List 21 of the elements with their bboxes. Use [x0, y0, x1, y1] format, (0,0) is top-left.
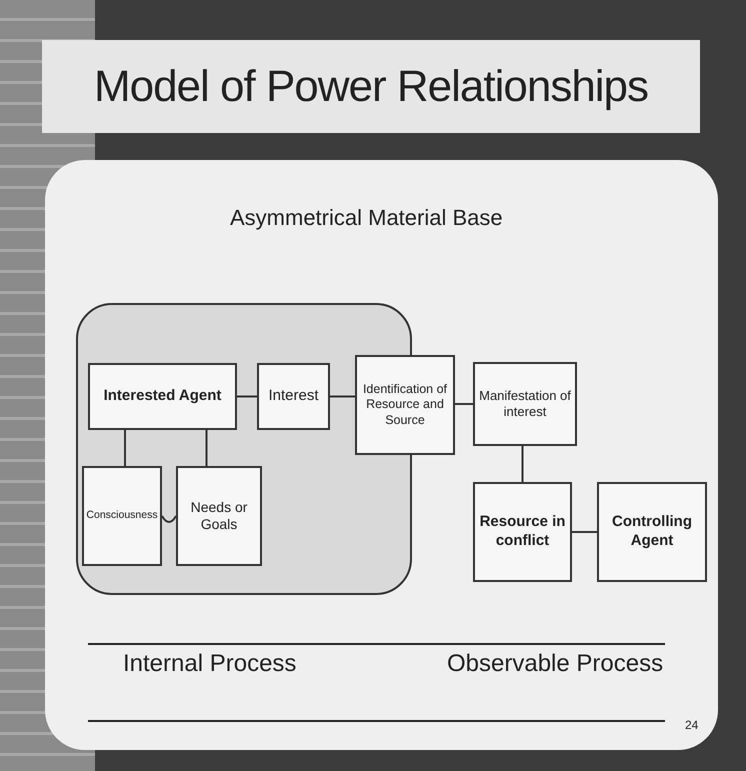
section-label: Asymmetrical Material Base [230, 205, 503, 231]
page-number: 24 [685, 718, 698, 732]
section-label: Internal Process [123, 650, 296, 678]
process-box: Controlling Agent [597, 482, 707, 582]
connector-line [237, 396, 257, 398]
process-box: Consciousness [82, 466, 162, 566]
connector-line [455, 403, 473, 405]
process-box: Resource in conflict [473, 482, 572, 582]
connector-line [330, 396, 355, 398]
connector-line [572, 531, 597, 533]
process-box: Identification of Resource and Source [355, 355, 455, 455]
process-box: Interested Agent [88, 363, 237, 430]
process-box: Manifestation of interest [473, 362, 577, 446]
connector-line [522, 446, 524, 482]
title: Model of Power Relationships [94, 62, 648, 112]
connector-line [206, 430, 208, 466]
connector-line [124, 430, 126, 466]
process-box: Interest [257, 363, 330, 430]
process-box: Needs or Goals [176, 466, 262, 566]
connector-line [161, 515, 177, 523]
section-label: Observable Process [447, 650, 664, 678]
